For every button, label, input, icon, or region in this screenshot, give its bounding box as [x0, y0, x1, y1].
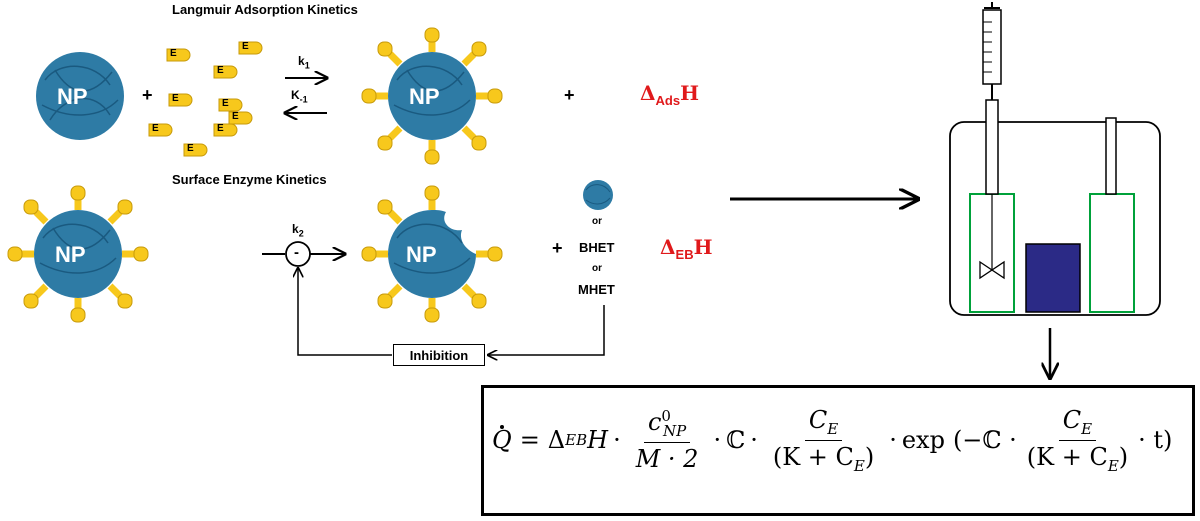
title-surface-kinetics: Surface Enzyme Kinetics: [172, 172, 327, 187]
fraction-michaelis-exp: CE (K + CE): [1026, 406, 1129, 475]
enzyme-label: E: [232, 111, 239, 122]
fraction-michaelis: CE (K + CE): [772, 406, 875, 475]
title-langmuir: Langmuir Adsorption Kinetics: [172, 2, 358, 17]
np-label-1: NP: [57, 84, 88, 109]
enzyme-label: E: [172, 93, 179, 104]
rate-k-minus-1: K-1: [291, 88, 308, 105]
heat-rate-symbol: Q: [492, 425, 512, 455]
rate-k1: k1: [298, 54, 310, 71]
fraction-concentration: c0NP M · 2: [635, 407, 699, 474]
np-label-4: NP: [406, 242, 437, 267]
rate-k2: k2: [292, 222, 304, 239]
calorimeter: [949, 99, 1161, 316]
enzyme-label: E: [242, 41, 249, 52]
enzyme-label: E: [187, 143, 194, 154]
or-label-2: or: [592, 263, 602, 274]
nanoparticle-fragment: [583, 180, 613, 210]
plus-sign: +: [564, 85, 575, 105]
free-enzymes: [148, 41, 263, 157]
enzyme-label: E: [217, 65, 224, 76]
enthalpy-adsorption: ΔAdsH: [640, 81, 699, 108]
nanoparticle-free: [36, 52, 124, 140]
np-label-2: NP: [409, 84, 440, 109]
bhet-label: BHET: [579, 240, 615, 255]
or-label-1: or: [592, 216, 602, 227]
enzyme-label: E: [170, 48, 177, 59]
nanoparticle-bound: [361, 27, 503, 165]
plus-sign: +: [142, 85, 153, 105]
nanoparticle-degraded: [361, 185, 503, 323]
inhibition-line-left: [298, 268, 392, 356]
np-label-3: NP: [55, 242, 86, 267]
enzyme-label: E: [222, 98, 229, 109]
minus-sign: -: [294, 244, 299, 261]
mhet-label: MHET: [578, 282, 615, 297]
enzyme-label: E: [217, 123, 224, 134]
enthalpy-eb: ΔEBH: [660, 235, 713, 262]
syringe: [982, 2, 1002, 100]
plus-sign: +: [552, 238, 563, 258]
inhibition-line-right: [488, 305, 605, 355]
enzyme-label: E: [152, 123, 159, 134]
inhibition-box: Inhibition: [393, 344, 485, 366]
nanoparticle-bound-left: [7, 185, 149, 323]
